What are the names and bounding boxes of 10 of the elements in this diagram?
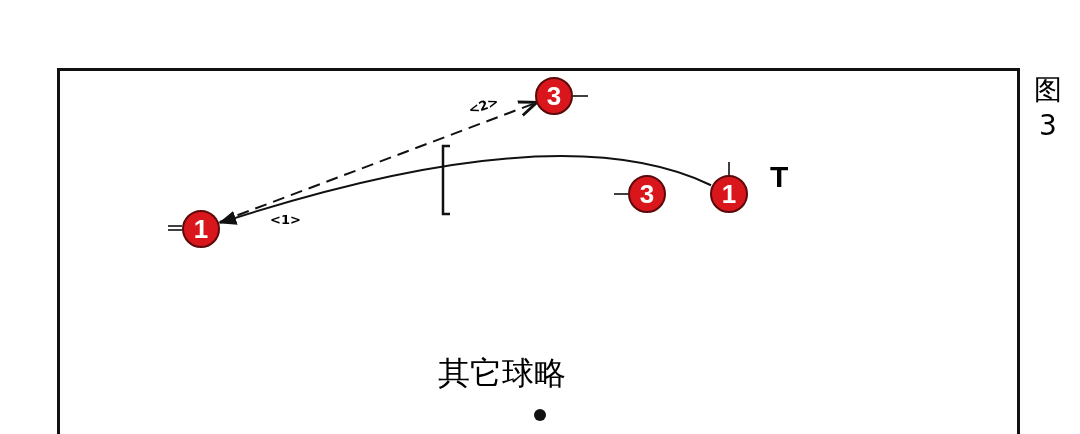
player-marker: 3: [628, 175, 666, 213]
figure-number: 图3: [1033, 72, 1063, 144]
tee-mark: T: [770, 160, 789, 194]
pass-arrow: [218, 100, 539, 223]
movement-arrow: [218, 155, 712, 225]
player-marker: 1: [182, 210, 220, 248]
player-marker: 3: [535, 77, 573, 115]
note-text: 其它球略: [438, 353, 566, 394]
player-marker: 1: [710, 175, 748, 213]
edge-label: <1>: [268, 212, 303, 227]
